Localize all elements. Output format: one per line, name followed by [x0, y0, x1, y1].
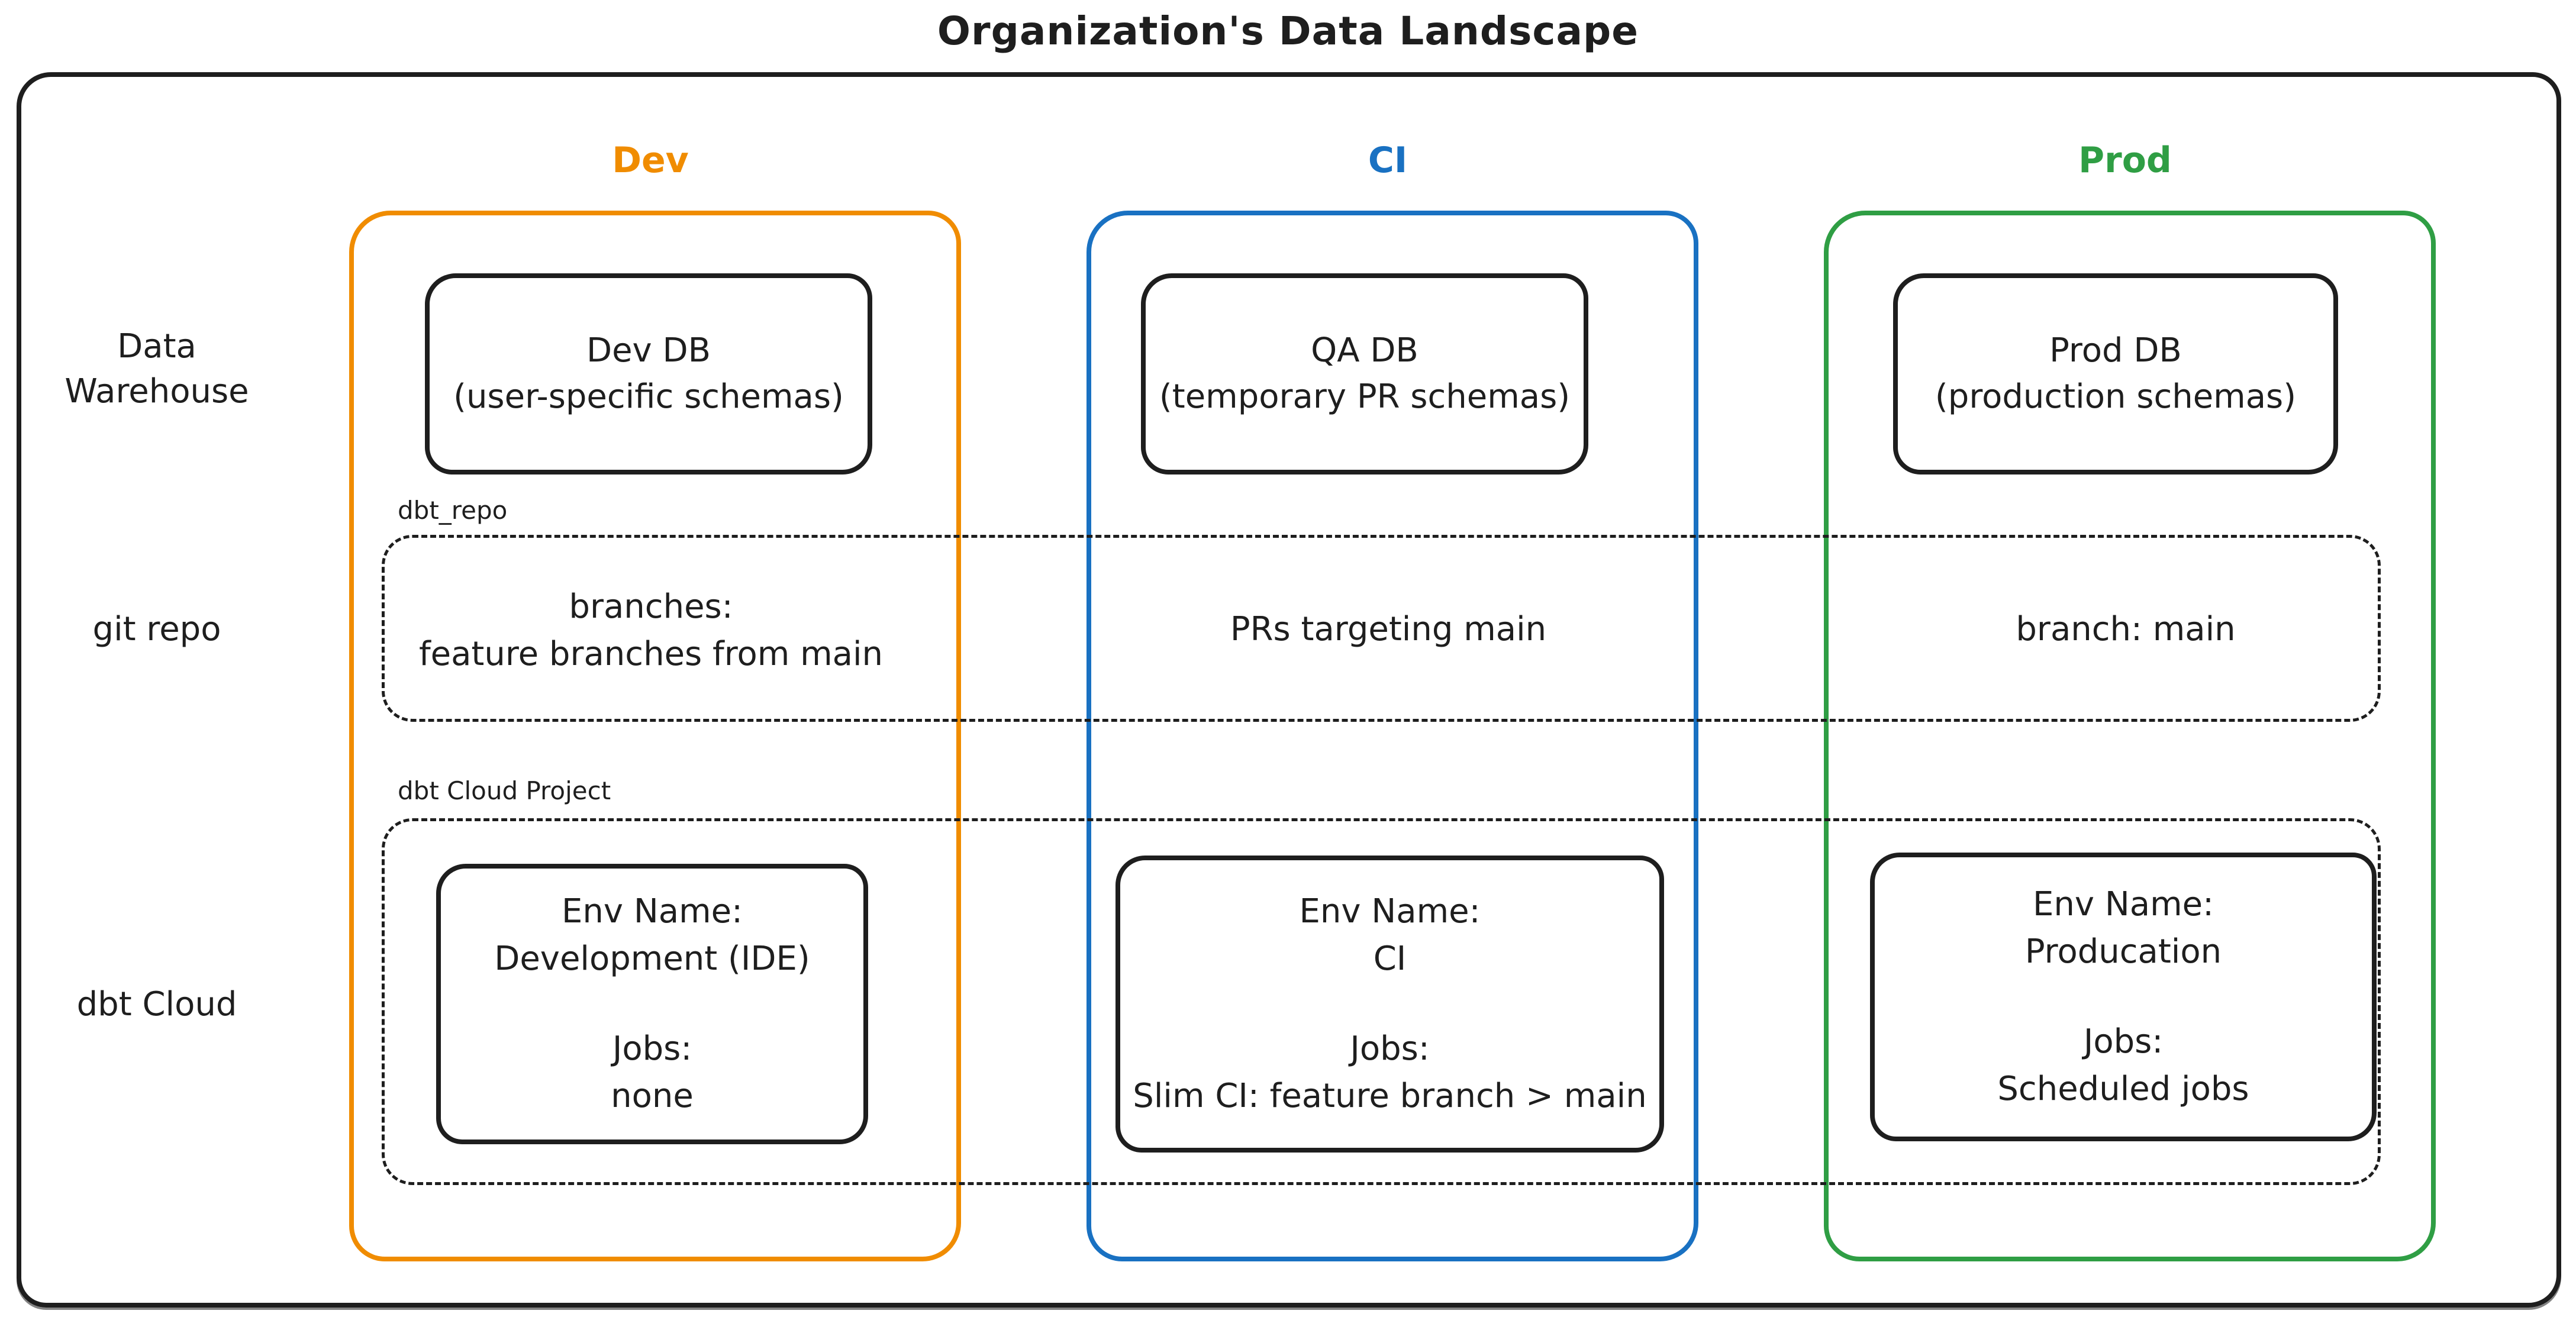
dbt-repo-dashed-box — [382, 535, 2381, 722]
qa-db-box: QA DB (temporary PR schemas) — [1141, 273, 1588, 474]
row-label-git-repo: git repo — [92, 610, 221, 648]
dbt-repo-label: dbt_repo — [398, 496, 508, 525]
ci-env-name-label: Env Name: — [1299, 892, 1481, 931]
dev-column-container — [349, 211, 961, 1261]
dev-env-name: Development (IDE) — [494, 940, 810, 978]
dev-db-box: Dev DB (user-specific schemas) — [425, 273, 872, 474]
qa-db-title: QA DB — [1311, 331, 1418, 370]
ci-environment-box: Env Name: CI Jobs: Slim CI: feature bran… — [1115, 856, 1664, 1153]
dev-db-subtitle: (user-specific schemas) — [453, 377, 844, 416]
dev-jobs-value: none — [611, 1077, 694, 1115]
prod-git-text: branch: main — [2016, 610, 2236, 648]
ci-column-container — [1087, 211, 1698, 1261]
prod-jobs-label: Jobs: — [2083, 1022, 2164, 1061]
dev-env-name-label: Env Name: — [562, 892, 743, 931]
prod-env-name: Producation — [2024, 932, 2222, 971]
ci-jobs-value: Slim CI: feature branch > main — [1133, 1077, 1647, 1115]
prod-db-box: Prod DB (production schemas) — [1893, 273, 2338, 474]
column-header-dev: Dev — [612, 140, 689, 181]
ci-jobs-label: Jobs: — [1350, 1029, 1430, 1068]
dev-db-title: Dev DB — [586, 331, 711, 370]
prod-jobs-value: Scheduled jobs — [1997, 1070, 2249, 1108]
prod-column-container — [1824, 211, 2436, 1261]
row-label-data-warehouse: Data Warehouse — [65, 327, 249, 411]
dbt-cloud-project-dashed-box — [382, 818, 2381, 1185]
ci-git-text: PRs targeting main — [1230, 610, 1547, 648]
column-header-ci: CI — [1368, 140, 1408, 181]
prod-env-name-label: Env Name: — [2033, 885, 2214, 924]
diagram-title: Organization's Data Landscape — [937, 8, 1639, 54]
dbt-cloud-project-label: dbt Cloud Project — [398, 776, 611, 805]
outer-frame — [17, 72, 2561, 1308]
qa-db-subtitle: (temporary PR schemas) — [1159, 377, 1571, 416]
dev-git-text: branches: feature branches from main — [418, 588, 884, 673]
prod-db-subtitle: (production schemas) — [1935, 377, 2297, 416]
ci-env-name: CI — [1373, 940, 1407, 978]
dev-environment-box: Env Name: Development (IDE) Jobs: none — [436, 864, 868, 1144]
prod-db-title: Prod DB — [2049, 331, 2182, 370]
dev-jobs-label: Jobs: — [612, 1029, 692, 1068]
column-header-prod: Prod — [2078, 140, 2172, 181]
row-label-dbt-cloud: dbt Cloud — [76, 985, 237, 1024]
prod-environment-box: Env Name: Producation Jobs: Scheduled jo… — [1870, 853, 2377, 1141]
